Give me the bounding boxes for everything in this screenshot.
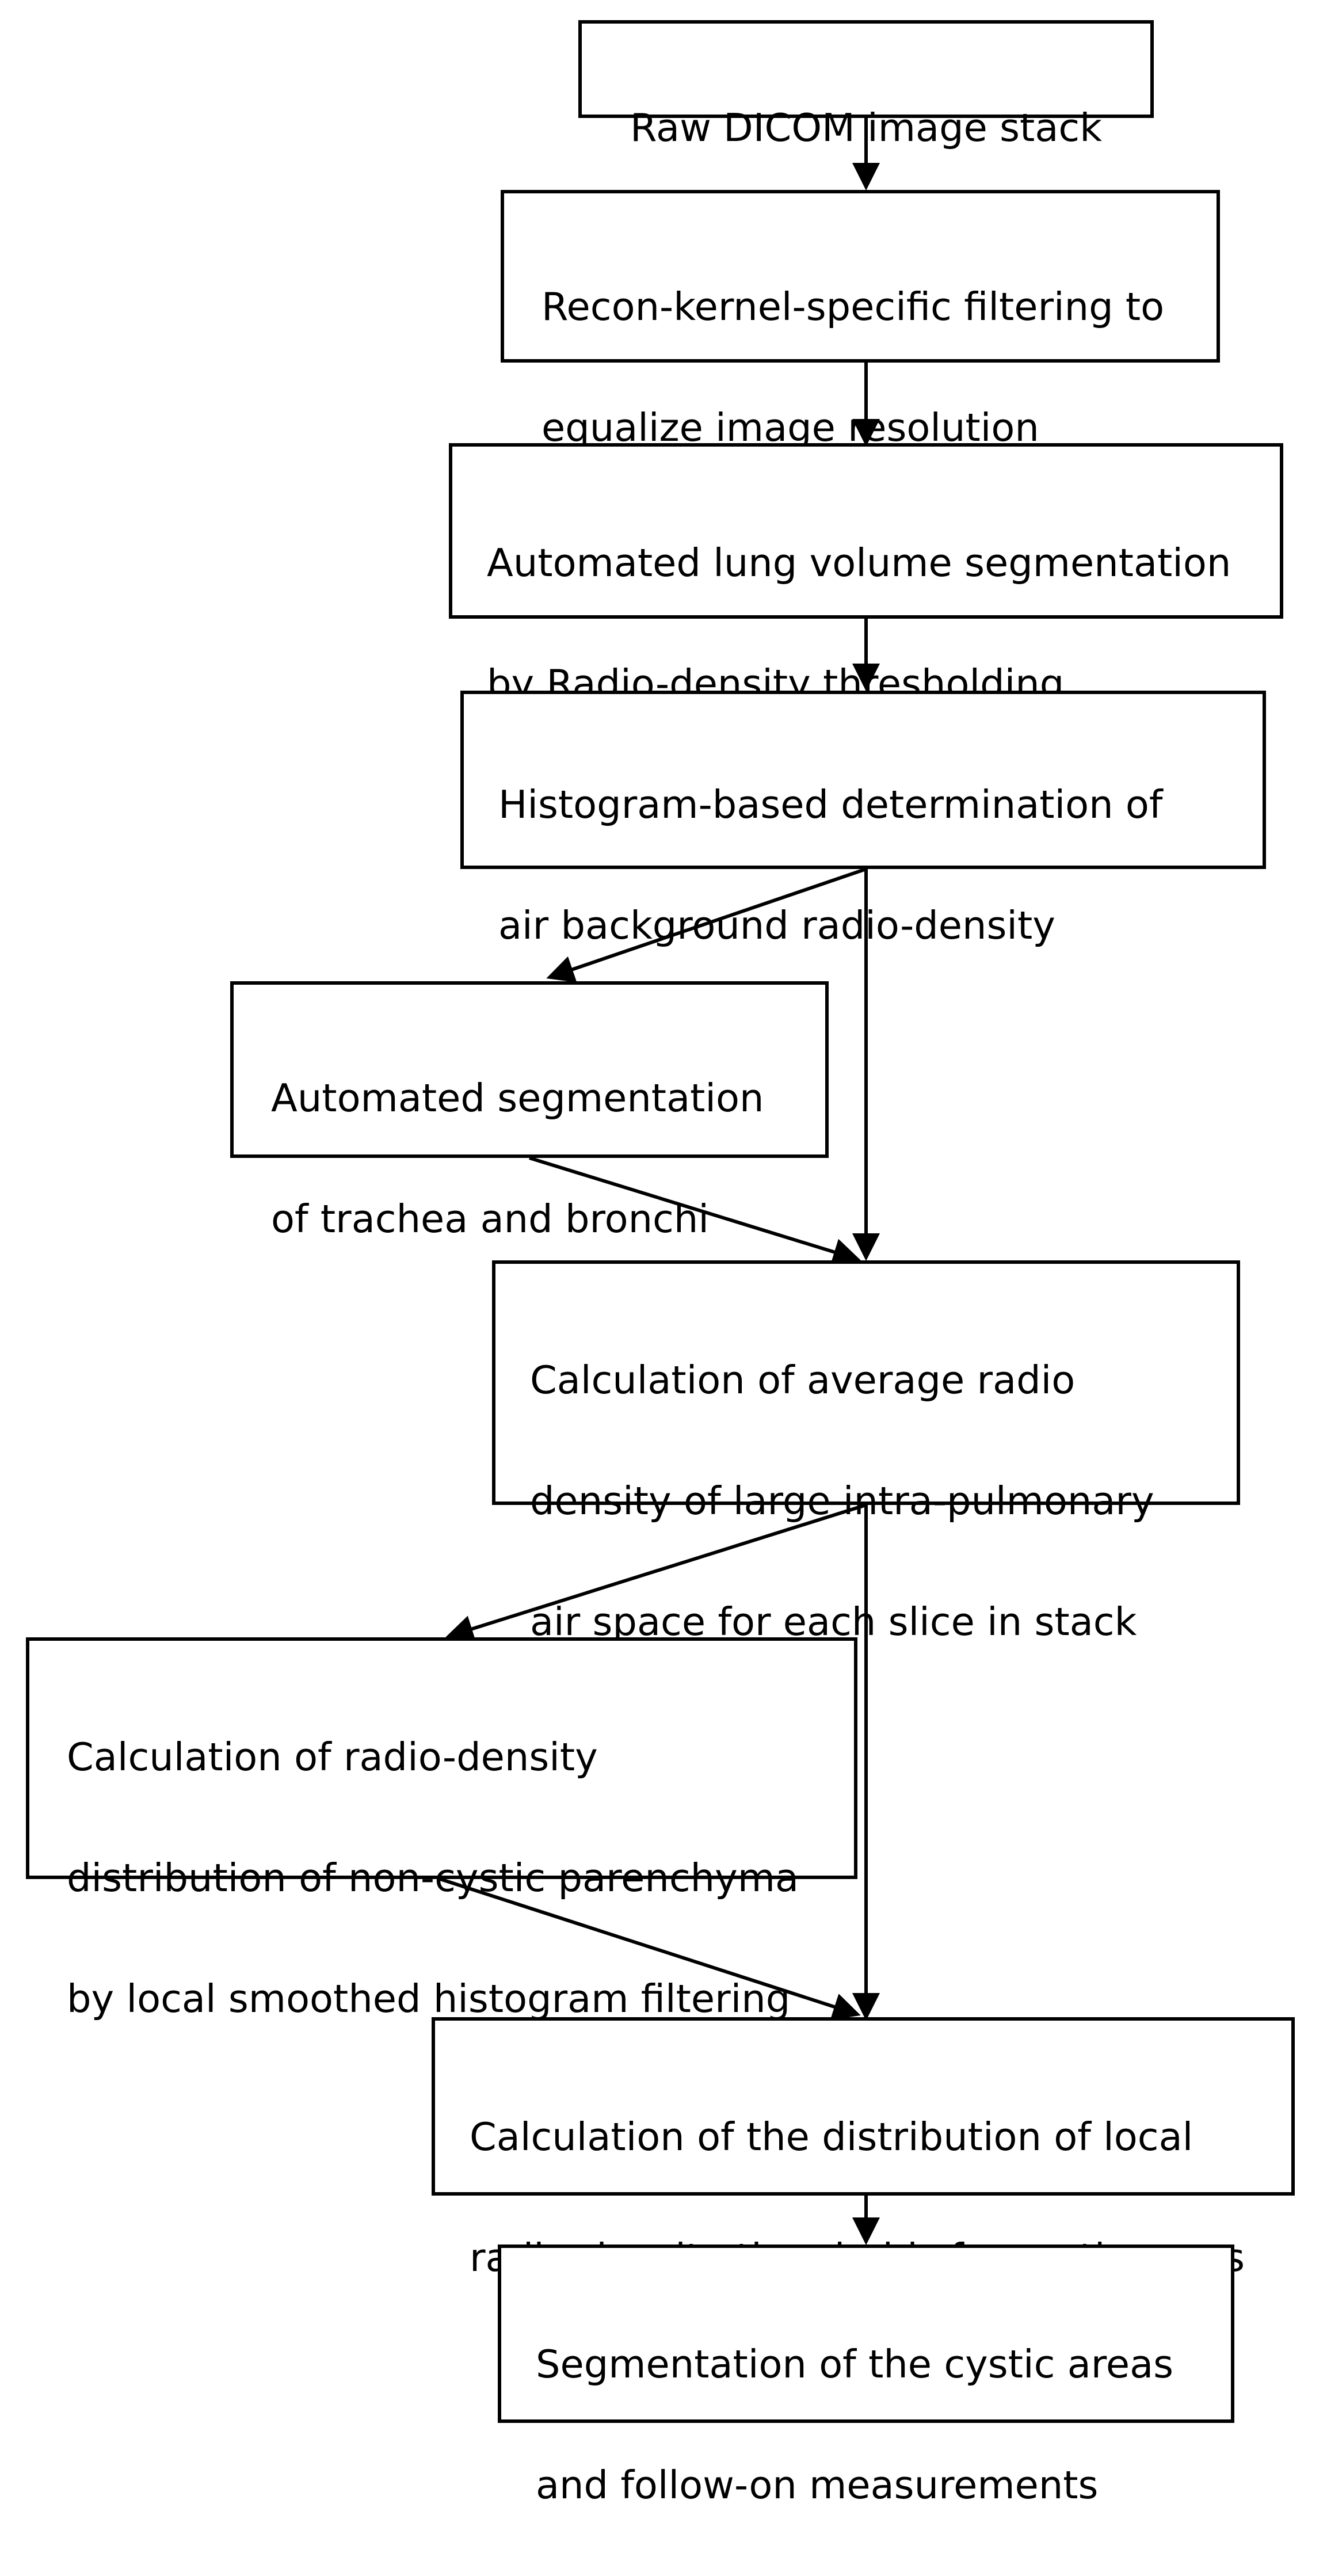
step-cystic-segmentation: Segmentation of the cystic areas and fol…: [498, 2245, 1234, 2508]
step-average-radio-density: Calculation of average radio density of …: [492, 1260, 1240, 1644]
step-recon-kernel-filtering-text-2: equalize image resolution: [542, 405, 1039, 450]
step-non-cystic-distribution-text-2: distribution of non-cystic parenchyma: [67, 1855, 799, 1900]
step-non-cystic-distribution-text-3: by local smoothed histogram filtering: [67, 1976, 791, 2021]
step-cystic-segmentation-text-2: and follow-on measurements: [536, 2463, 1099, 2508]
step-lung-volume-segmentation-text-1: Automated lung volume segmentation: [487, 540, 1231, 585]
step-lung-volume-segmentation: Automated lung volume segmentation by Ra…: [449, 443, 1283, 706]
step-trachea-bronchi-segmentation-text-1: Automated segmentation: [271, 1076, 764, 1121]
step-raw-dicom: Raw DICOM image stack: [578, 20, 1154, 150]
step-average-radio-density-text-3: air space for each slice in stack: [530, 1599, 1137, 1644]
step-cystic-segmentation-text-1: Segmentation of the cystic areas: [536, 2342, 1174, 2387]
step-histogram-air-background-text-1: Histogram-based determination of: [498, 782, 1163, 827]
step-trachea-bronchi-segmentation: Automated segmentation of trachea and br…: [230, 981, 829, 1241]
step-trachea-bronchi-segmentation-text-2: of trachea and bronchi: [271, 1196, 709, 1241]
step-local-thresholds-text-1: Calculation of the distribution of local: [470, 2114, 1193, 2159]
arrow-trachea-to-average: [529, 1156, 861, 1266]
step-recon-kernel-filtering-text-1: Recon-kernel-specific filtering to: [542, 284, 1165, 329]
step-non-cystic-distribution: Calculation of radio-density distributio…: [26, 1637, 857, 2021]
step-average-radio-density-text-1: Calculation of average radio: [530, 1358, 1076, 1403]
flowchart-diagram: [440, 118, 880, 2245]
step-non-cystic-distribution-text-1: Calculation of radio-density: [67, 1735, 598, 1779]
step-histogram-air-background: Histogram-based determination of air bac…: [460, 691, 1266, 948]
step-histogram-air-background-text-2: air background radio-density: [498, 903, 1055, 948]
step-local-thresholds: Calculation of the distribution of local…: [432, 2017, 1295, 2280]
step-recon-kernel-filtering: Recon-kernel-specific filtering to equal…: [501, 190, 1220, 450]
arrow-average-to-noncystic: [445, 1503, 867, 1643]
step-average-radio-density-text-2: density of large intra-pulmonary: [530, 1478, 1154, 1523]
step-raw-dicom-text-1: Raw DICOM image stack: [630, 105, 1103, 150]
arrow-noncystic-to-thresholds: [440, 1877, 861, 2020]
arrow-histogram-to-trachea: [546, 867, 867, 983]
